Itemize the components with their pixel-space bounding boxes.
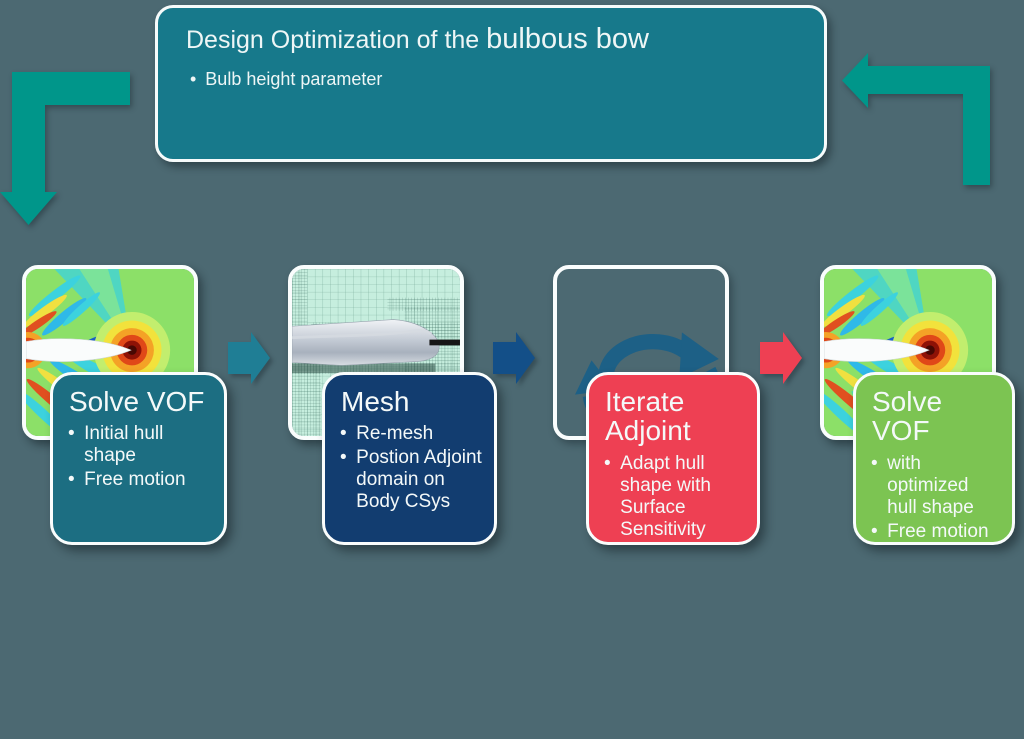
- step-bullet: with optimized hull shape: [871, 453, 1002, 519]
- step-card-mesh: Mesh Re-mesh Postion Adjoint domain on B…: [322, 372, 497, 545]
- connector-arrow-2-icon: [493, 332, 535, 384]
- step-bullet: Free motion: [871, 521, 1002, 543]
- step-bullet: Adapt hull shape with Surface Sensitivit…: [604, 453, 747, 541]
- step-bullet-list: Re-mesh Postion Adjoint domain on Body C…: [340, 423, 484, 513]
- step-bullet: Postion Adjoint domain on Body CSys: [340, 447, 484, 513]
- step-bullet: Re-mesh: [340, 423, 484, 445]
- slide-title-regular: Design Optimization of the: [186, 26, 487, 54]
- title-bullet: Bulb height parameter: [190, 69, 796, 90]
- slide-title-emphasis: bulbous bow: [486, 23, 649, 55]
- title-bullet-list: Bulb height parameter: [190, 69, 796, 90]
- loop-arrow-down-icon: [0, 72, 130, 225]
- step-bullet: Free motion: [68, 469, 214, 491]
- step-card-solve-vof-initial: Solve VOF Initial hull shape Free motion: [50, 372, 227, 545]
- step-bullet: Initial hull shape: [68, 423, 214, 467]
- step-bullet-list: with optimized hull shape Free motion: [871, 453, 1002, 543]
- step-bullet-list: Initial hull shape Free motion: [68, 423, 214, 491]
- step-card-solve-vof-optimized: Solve VOF with optimized hull shape Free…: [853, 372, 1015, 545]
- step-bullet-list: Adapt hull shape with Surface Sensitivit…: [604, 453, 747, 541]
- step-title: Solve VOF: [872, 386, 943, 447]
- step-card-iterate-adjoint: Iterate Adjoint Adapt hull shape with Su…: [586, 372, 760, 545]
- loop-arrow-return-icon: [842, 53, 990, 185]
- step-title: Mesh: [341, 386, 410, 417]
- step-title: Solve VOF: [69, 386, 205, 417]
- slide-title: Design Optimization of the bulbous bow: [186, 21, 796, 57]
- connector-arrow-1-icon: [228, 332, 270, 384]
- step-title: Iterate Adjoint: [605, 386, 691, 447]
- title-box: Design Optimization of the bulbous bow B…: [155, 5, 827, 162]
- connector-arrow-3-icon: [760, 332, 802, 384]
